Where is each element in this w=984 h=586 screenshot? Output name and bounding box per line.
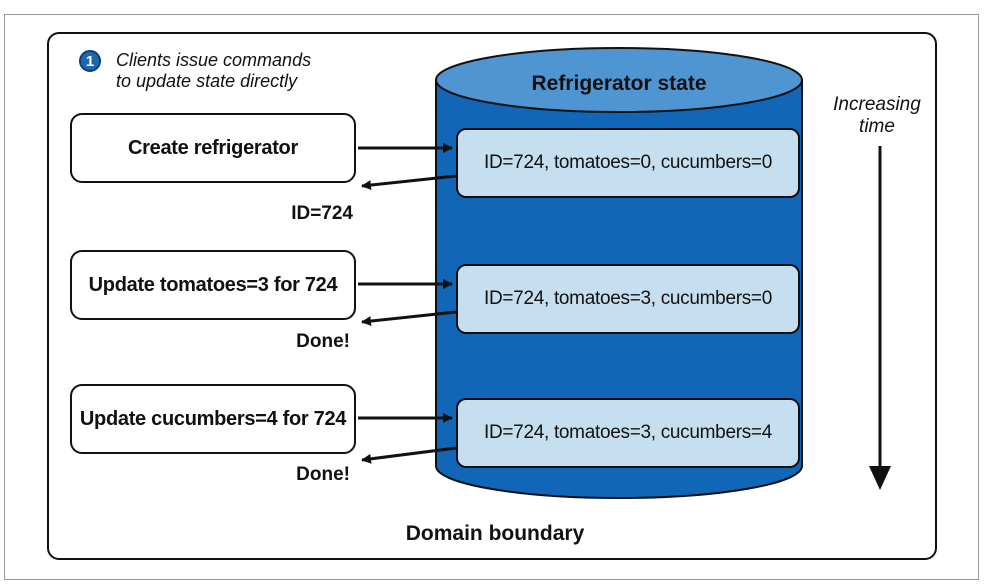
state-box-1: ID=724, tomatoes=0, cucumbers=0 [456, 128, 800, 198]
clients-note-line-2: to update state directly [116, 71, 298, 91]
reply-label-2: Done! [296, 331, 350, 352]
reply-label-3: Done! [296, 464, 350, 485]
command-box-update-tomatoes: Update tomatoes=3 for 724 [70, 250, 356, 320]
clients-note-line-1: Clients issue commands [116, 50, 312, 70]
reply-label-1: ID=724 [291, 203, 353, 224]
domain-boundary [47, 32, 937, 560]
database-title: Refrigerator state [531, 72, 707, 95]
response-arrow-1 [361, 174, 457, 191]
state-box-3: ID=724, tomatoes=3, cucumbers=4 [456, 398, 800, 468]
domain-boundary-label: Domain boundary [405, 522, 585, 545]
response-arrow-2 [361, 310, 457, 327]
time-axis-label: Increasing time [818, 94, 936, 138]
command-box-create: Create refrigerator [70, 113, 356, 183]
state-box-2: ID=724, tomatoes=3, cucumbers=0 [456, 264, 800, 334]
command-box-update-cucumbers: Update cucumbers=4 for 724 [70, 384, 356, 454]
time-axis-label-line-1: Increasing [833, 94, 921, 115]
time-arrow-head [869, 466, 891, 490]
time-axis-label-line-2: time [859, 116, 895, 137]
response-arrow-3 [361, 446, 457, 464]
step-number-badge: 1 [79, 50, 101, 72]
clients-note: Clients issue commands to update state d… [116, 50, 311, 92]
